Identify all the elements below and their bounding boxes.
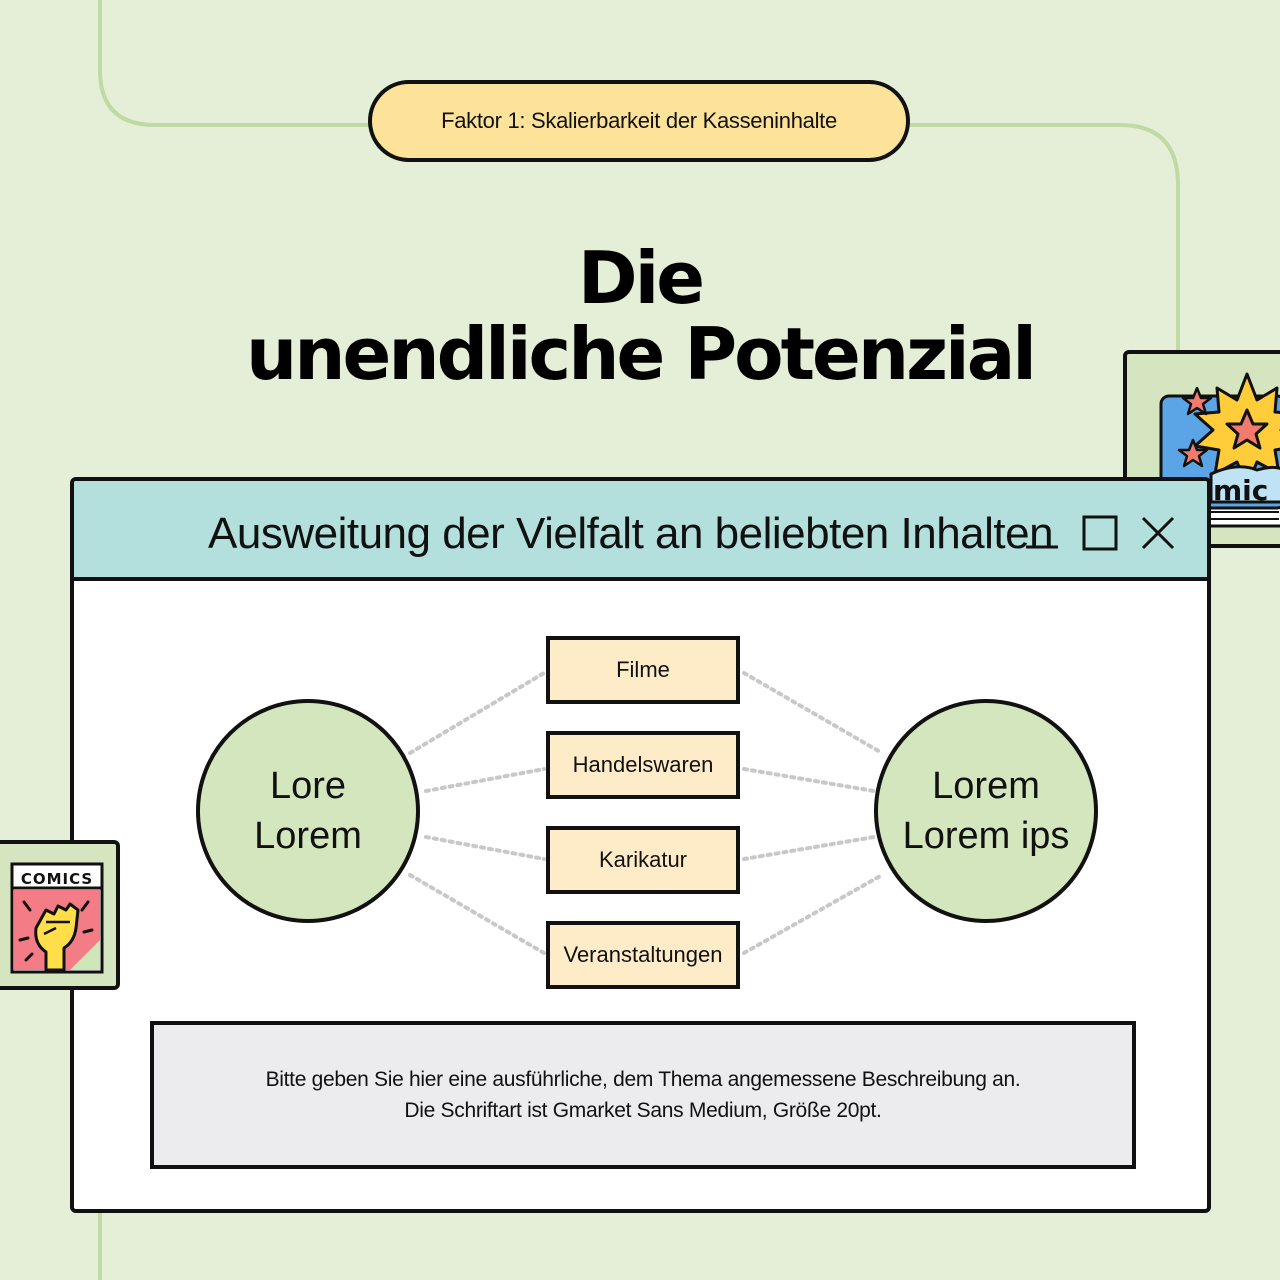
node-label: Veranstaltungen — [563, 942, 723, 967]
close-icon[interactable] — [1140, 515, 1176, 551]
headline-line-2: unendliche Potenzial — [246, 312, 1037, 396]
content-window: Ausweitung der Vielfalt an beliebten Inh… — [70, 477, 1211, 1213]
right-circle-line-2: Lorem ips — [902, 815, 1070, 857]
raised-fist-icon: COMICS — [10, 862, 104, 974]
connector-right-2 — [742, 767, 876, 793]
diagram-connectors — [408, 671, 884, 955]
node-filme: Filme — [546, 636, 740, 704]
left-circle: Lore Lorem — [196, 699, 420, 923]
connector-right-3 — [742, 835, 876, 861]
connector-left-4 — [408, 873, 546, 955]
description-line-2: Die Schriftart ist Gmarket Sans Medium, … — [404, 1099, 882, 1122]
left-circle-line-1: Lore — [269, 765, 347, 807]
left-circle-line-2: Lorem — [254, 815, 362, 857]
connector-right-1 — [742, 671, 884, 755]
right-circle: Lorem Lorem ips — [874, 699, 1098, 923]
page-headline: Die unendliche Potenzial — [0, 240, 1280, 392]
factor-pill-label: Faktor 1: Skalierbarkeit der Kasseninhal… — [441, 108, 837, 133]
comic-book-sticker-label: mic — [1213, 474, 1268, 507]
factor-pill: Faktor 1: Skalierbarkeit der Kasseninhal… — [368, 80, 910, 162]
node-label: Karikatur — [598, 847, 688, 872]
maximize-icon[interactable] — [1082, 515, 1118, 551]
window-titlebar: Ausweitung der Vielfalt an beliebten Inh… — [74, 481, 1207, 581]
description-box: Bitte geben Sie hier eine ausführliche, … — [150, 1021, 1136, 1169]
connector-left-1 — [408, 671, 546, 755]
description-line-1: Bitte geben Sie hier eine ausführliche, … — [265, 1068, 1021, 1091]
right-circle-line-1: Lorem — [932, 765, 1040, 807]
headline-line-1: Die — [577, 236, 705, 320]
node-veranstaltungen: Veranstaltungen — [546, 921, 740, 989]
comics-sticker-label: COMICS — [21, 870, 93, 888]
node-label: Filme — [616, 657, 670, 682]
comics-sticker: COMICS — [0, 840, 120, 990]
window-title: Ausweitung der Vielfalt an beliebten Inh… — [208, 509, 1054, 558]
node-karikatur: Karikatur — [546, 826, 740, 894]
connector-left-2 — [424, 767, 546, 793]
connector-right-4 — [742, 873, 884, 955]
connector-left-3 — [424, 835, 546, 861]
minimize-icon[interactable] — [1024, 515, 1060, 551]
node-handelswaren: Handelswaren — [546, 731, 740, 799]
node-label: Handelswaren — [572, 752, 714, 777]
